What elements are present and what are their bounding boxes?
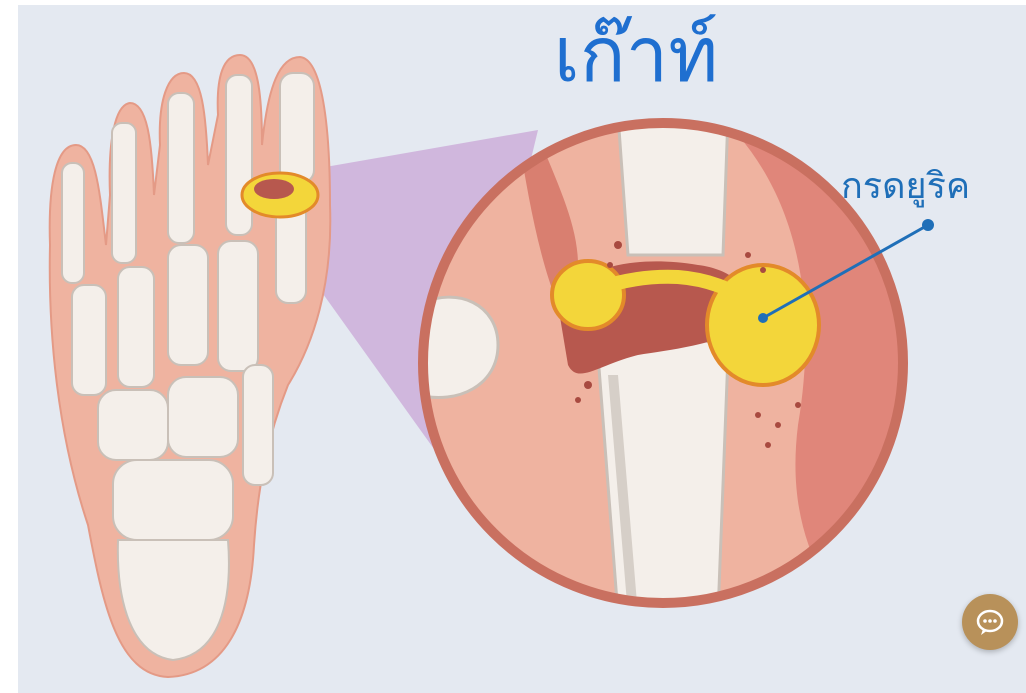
chat-button[interactable] (962, 594, 1018, 650)
gout-illustration-panel: เก๊าท์ กรดยูริค (18, 5, 1026, 693)
page-title: เก๊าท์ (526, 7, 746, 103)
foot-crystal-cluster (242, 173, 318, 217)
gout-foot-illustration (18, 5, 1026, 693)
chat-bubble-icon (975, 607, 1005, 637)
uric-acid-label: กรดยูริค (841, 163, 970, 211)
